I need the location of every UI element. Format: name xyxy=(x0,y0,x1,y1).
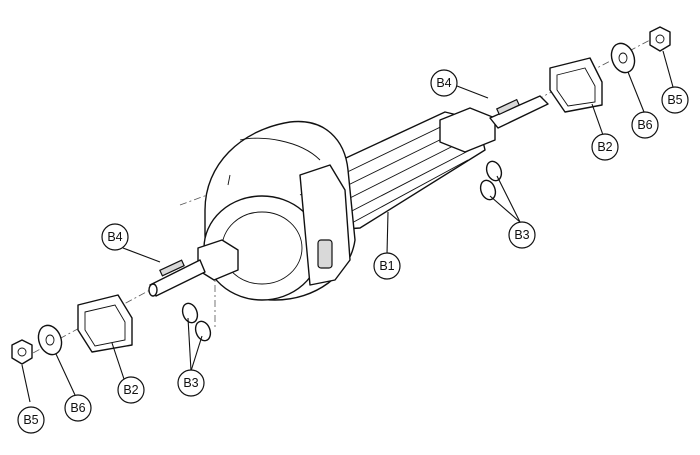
callout-b2-left: B2 xyxy=(117,376,145,404)
left-keyway xyxy=(159,259,185,277)
callout-b2-right: B2 xyxy=(591,133,619,161)
svg-text:B4: B4 xyxy=(436,76,451,90)
callout-b3-right: B3 xyxy=(508,221,536,249)
right-keyway xyxy=(495,98,521,116)
left-hub-adapter xyxy=(77,294,133,353)
callout-b6-left: B6 xyxy=(64,394,92,422)
brake-lever xyxy=(317,239,333,269)
left-washer xyxy=(37,324,63,356)
svg-text:B3: B3 xyxy=(183,376,198,390)
side-cover xyxy=(299,164,351,286)
left-shaft-end xyxy=(148,283,158,297)
left-nut xyxy=(11,339,33,365)
callout-b5-left: B5 xyxy=(17,406,45,434)
right-axle-shaft xyxy=(489,95,549,129)
svg-text:B3: B3 xyxy=(514,228,529,242)
svg-text:B2: B2 xyxy=(123,383,138,397)
callout-b3-left: B3 xyxy=(177,369,205,397)
callout-b4-left: B4 xyxy=(101,223,129,251)
svg-text:B2: B2 xyxy=(597,140,612,154)
callout-b1: B1 xyxy=(373,252,401,280)
leader-lines xyxy=(21,50,674,403)
right-washer xyxy=(610,42,636,74)
svg-text:B6: B6 xyxy=(637,118,652,132)
svg-text:B6: B6 xyxy=(70,401,85,415)
right-axle-block xyxy=(439,107,496,153)
svg-text:B1: B1 xyxy=(379,259,394,273)
axle-tube-fins xyxy=(334,119,471,225)
svg-text:B5: B5 xyxy=(667,93,682,107)
svg-text:B4: B4 xyxy=(107,230,122,244)
svg-text:B5: B5 xyxy=(23,413,38,427)
right-nut xyxy=(649,26,671,52)
right-retaining-rings xyxy=(479,160,503,201)
callout-b6-right: B6 xyxy=(631,111,659,139)
callout-b5-right: B5 xyxy=(661,86,689,114)
callout-b4-right: B4 xyxy=(430,69,458,97)
left-retaining-rings xyxy=(181,302,212,342)
transaxle-assembly xyxy=(148,95,549,301)
right-hub-adapter xyxy=(549,57,603,113)
